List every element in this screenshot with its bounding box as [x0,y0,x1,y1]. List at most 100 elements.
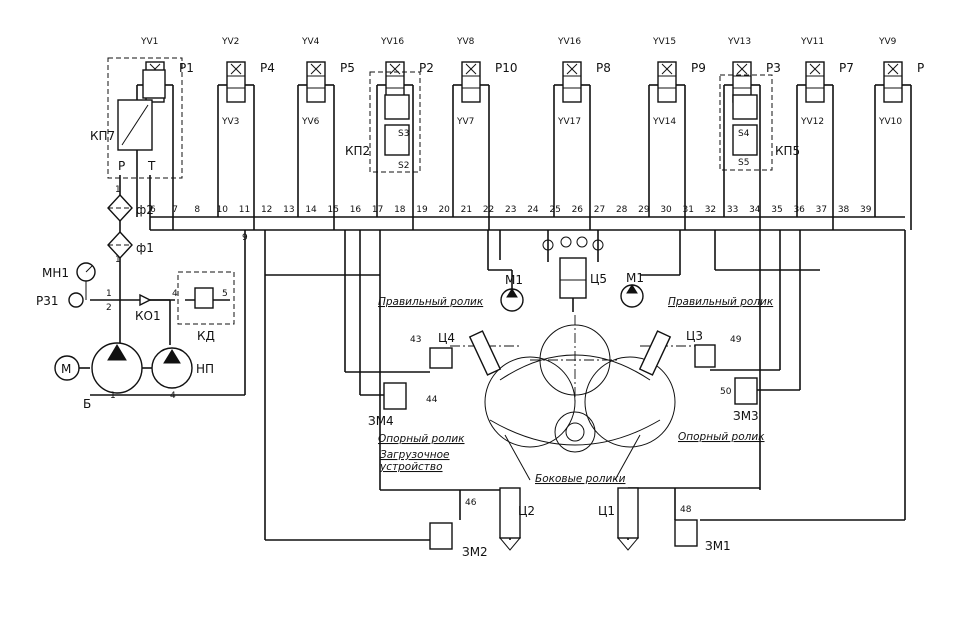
valve-9-bottom-label: YV12 [800,117,824,127]
num-46: 46 [465,498,477,508]
kp5-box [719,74,773,171]
cylinder-c1 [617,487,639,539]
port-29: 29 [638,205,650,215]
num-1c: 1 [106,289,112,299]
zm3-label: ЗМ3 [733,409,759,423]
roller-assembly [450,315,700,481]
port-16: 16 [350,205,362,215]
valve-row: YV1P1YV2P4YV3YV4P5YV6YV16P2YV8P10YV7YV16… [136,37,924,230]
support-roller-right-label: Опорный ролик [678,431,765,443]
c2-label: Ц2 [518,504,535,518]
valve-9-top-label: YV11 [800,37,824,47]
port-12: 12 [261,205,272,215]
right-straightening-roller [638,330,672,376]
c3-label: Ц3 [686,329,703,343]
num-1d: 1 [110,391,116,401]
f2-label: ф2 [136,203,154,217]
port-10: 10 [217,205,229,215]
kp2-label: КП2 [345,144,370,158]
main-lines [90,175,906,541]
num-9: 9 [242,233,248,243]
port-25: 25 [549,205,560,215]
mn1-label: МН1 [42,266,69,280]
valve-9-name: P7 [839,61,854,75]
straightening-roller-left-label: Правильный ролик [378,296,484,308]
m1-right-label: М1 [626,271,644,285]
s3-label: S3 [398,129,409,139]
zm2-label: ЗМ2 [462,545,488,559]
valve-2-top-label: YV2 [221,37,239,47]
port-15: 15 [328,205,339,215]
num-43: 43 [410,335,421,345]
valve-2-bottom-label: YV3 [221,117,239,127]
valve-zm4 [383,382,407,410]
port-33: 33 [727,205,738,215]
port-26: 26 [572,205,584,215]
gauge-group [542,236,604,251]
ko1-label: КО1 [135,309,161,323]
s4-label: S4 [738,129,750,139]
port-20: 20 [438,205,450,215]
kp2-solenoid [384,94,410,120]
side-rollers-label: Боковые ролики [535,473,626,485]
valve-2-name: P4 [260,61,275,75]
num-4b: 4 [170,391,176,401]
kp7-t-port: T [147,159,156,173]
c5-label: Ц5 [590,272,607,286]
valve-5-bottom-label: YV7 [456,117,474,127]
kp5-valve [732,124,758,156]
np-pump-arrow [163,349,181,364]
port-6: 6 [150,205,156,215]
port-11: 11 [239,205,250,215]
valve-10-bottom-label: YV10 [878,117,902,127]
kp5-label: КП5 [775,144,800,158]
port-35: 35 [771,205,782,215]
kp2-box [369,71,421,173]
valve-1-top-label: YV1 [140,37,158,47]
valve-3-name: P5 [340,61,355,75]
port-27: 27 [594,205,605,215]
np-label: НП [196,362,214,376]
cylinder-c5 [559,257,587,299]
valve-3-bottom-label: YV6 [301,117,320,127]
r31-label: Р31 [36,294,59,308]
port-37: 37 [816,205,827,215]
port-31: 31 [683,205,694,215]
num-44: 44 [426,395,438,405]
loader-label-1: Загрузочное [380,449,450,461]
num-1a: 1 [115,185,121,195]
kp5-solenoid [732,94,758,120]
straightening-roller-right-label: Правильный ролик [668,296,774,308]
check-valve-ko1 [139,293,152,307]
num-2: 2 [106,303,112,313]
port-36: 36 [793,205,805,215]
valve-6-name: P8 [596,61,611,75]
valve-3-top-label: YV4 [301,37,320,47]
port-38: 38 [838,205,850,215]
port-30: 30 [660,205,672,215]
kd-box [177,271,235,325]
port-34: 34 [749,205,761,215]
f1-label: ф1 [136,241,154,255]
valve-1-name: P1 [179,61,194,75]
support-roller-left-label: Опорный ролик [378,433,465,445]
b-label: Б [83,397,91,411]
port-19: 19 [416,205,428,215]
valve-8-top-label: YV13 [727,37,751,47]
port-8: 8 [194,205,200,215]
port-32: 32 [705,205,716,215]
zm4-label: ЗМ4 [368,414,394,428]
kp7-label: КП7 [90,129,115,143]
valve-4-top-label: YV16 [380,37,404,47]
m1-left-label: М1 [505,273,523,287]
port-14: 14 [305,205,317,215]
port-18: 18 [394,205,406,215]
